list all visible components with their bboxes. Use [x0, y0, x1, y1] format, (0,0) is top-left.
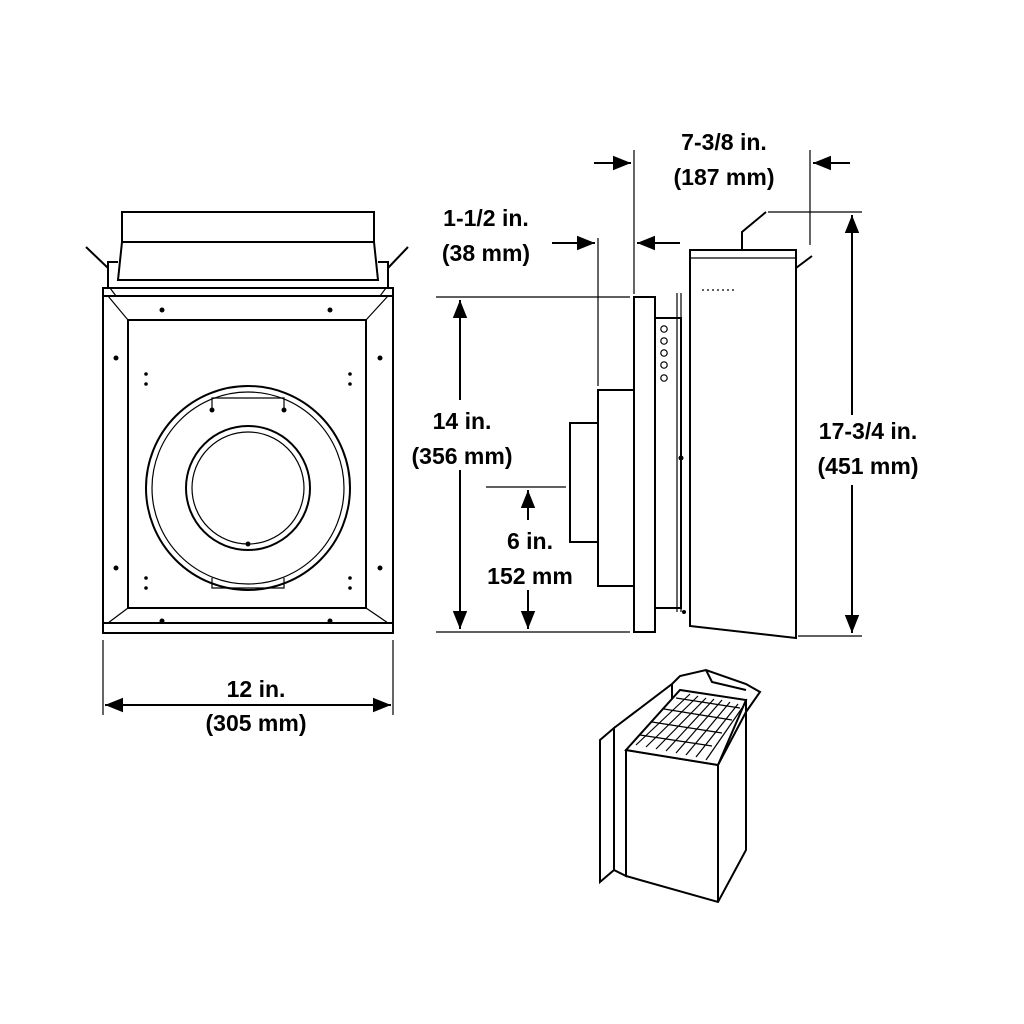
flange-depth-metric: (38 mm) [442, 240, 530, 266]
width-imperial: 12 in. [227, 676, 286, 702]
flange-plate [633, 296, 656, 633]
total-height-metric: (451 mm) [818, 453, 919, 479]
front-frame [102, 287, 394, 634]
depth-total-imperial: 7-3/8 in. [681, 129, 767, 155]
front-height-metric: (356 mm) [412, 443, 513, 469]
side-housing [682, 211, 813, 640]
total-height-imperial: 17-3/4 in. [819, 418, 917, 444]
front-screws [113, 307, 383, 624]
depth-total-metric: (187 mm) [674, 164, 775, 190]
front-top-box [85, 211, 409, 288]
vent-pipe-inner [569, 422, 598, 543]
isometric-grille [635, 693, 743, 761]
width-dimension [102, 640, 394, 715]
isometric-view [599, 668, 762, 904]
vent-pipe-outer [597, 389, 634, 587]
width-metric: (305 mm) [206, 710, 307, 736]
front-view [85, 211, 409, 715]
vent-collar [145, 385, 351, 591]
vent-center-metric: 152 mm [487, 563, 573, 589]
front-height-imperial: 14 in. [433, 408, 492, 434]
side-view [436, 150, 862, 640]
flange-depth-imperial: 1-1/2 in. [443, 205, 529, 231]
vent-center-imperial: 6 in. [507, 528, 553, 554]
